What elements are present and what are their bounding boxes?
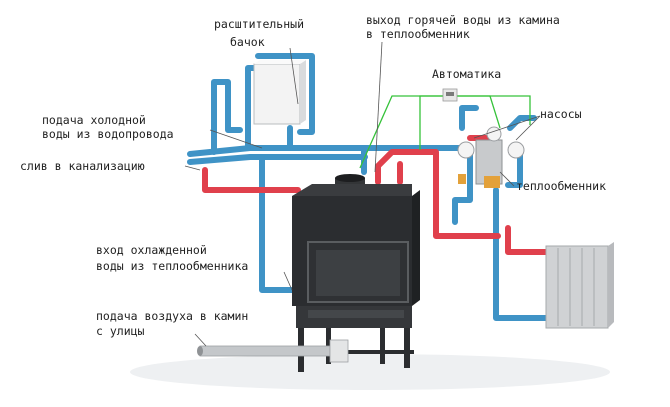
radiator [545,242,614,329]
label-expansion-tank-line2: бачок [230,35,265,49]
leader-lines [184,41,541,347]
outside-air-duct [197,339,349,363]
label-hot-water-out-line2: в теплообменник [366,27,470,41]
label-hot-water-out-line1: выход горячей воды из камина [366,13,560,27]
automation-controller [442,88,458,102]
label-pumps: насосы [540,107,582,121]
label-drain: слив в канализацию [20,159,145,173]
label-cooled-water-line1: вход охлажденной [96,243,207,257]
pumps-and-exchanger [457,126,525,188]
label-cold-water-line1: подача холодной [42,113,146,127]
label-air-supply-line2: с улицы [96,324,145,338]
hot-water-pipes [202,135,551,255]
label-cold-water-line2: воды из водопровода [42,127,174,141]
label-air-supply-line1: подача воздуха в камин [96,309,248,323]
label-expansion-tank-line1: расштительный [214,17,304,31]
expansion-tank [253,60,306,125]
label-automation: Автоматика [432,67,501,81]
label-heat-exchanger: теплообменник [516,179,606,193]
automation-wires [359,95,531,169]
fireplace [292,174,420,372]
label-cooled-water-line2: воды из теплообменника [96,259,248,273]
cold-water-pipes [187,53,551,321]
floor-shadow [130,354,610,390]
